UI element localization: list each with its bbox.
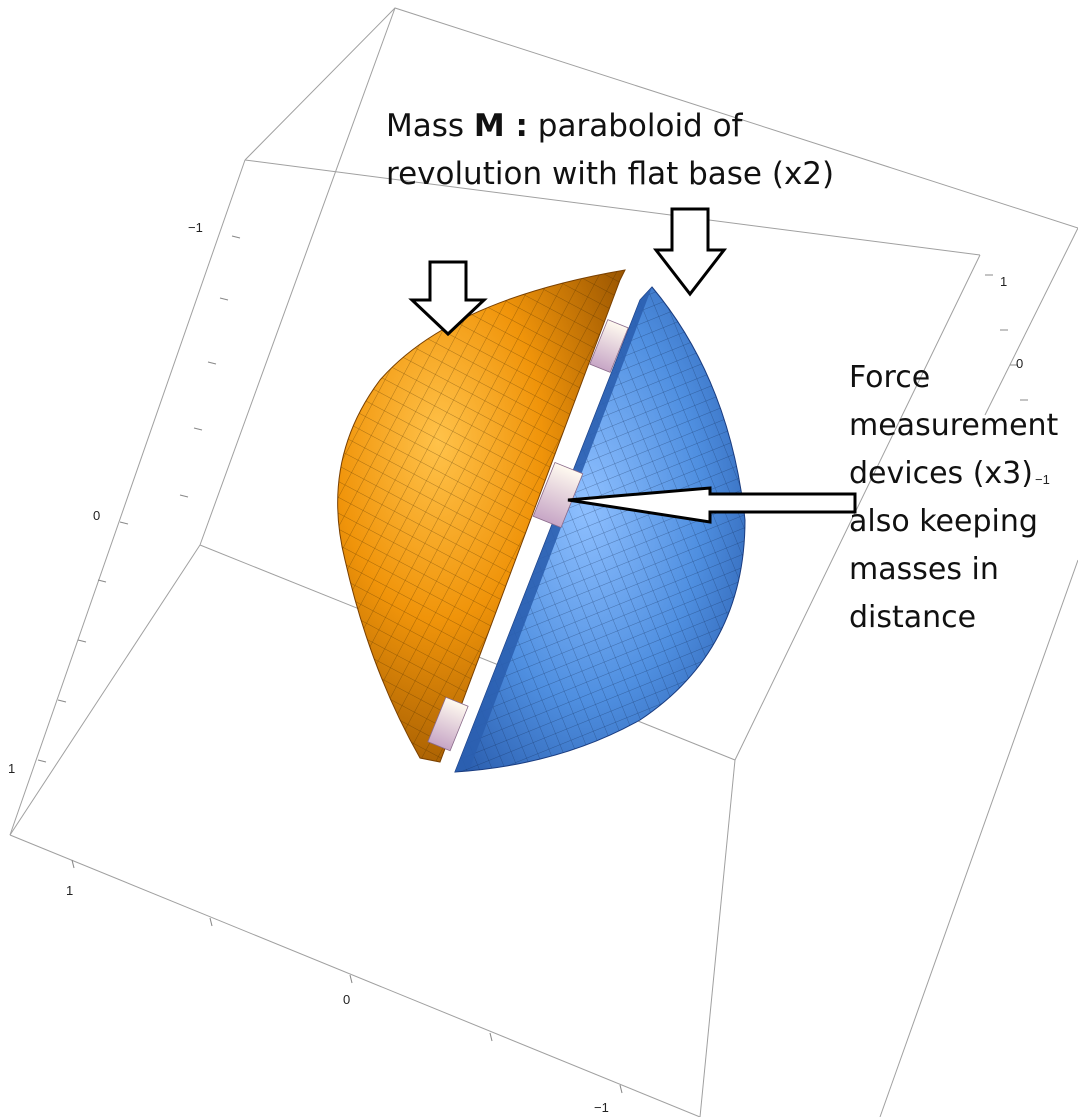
tick-label: 0 <box>343 992 351 1007</box>
tick-marks <box>37 235 1028 1094</box>
arrow-down-right-icon <box>652 207 728 297</box>
force-line: Force <box>849 360 931 395</box>
force-device-top <box>589 319 629 373</box>
force-line: distance <box>849 600 977 635</box>
tick-label: 0 <box>93 508 101 523</box>
tick-label: 1 <box>1000 274 1008 289</box>
arrow-down-left-icon <box>408 260 488 337</box>
mass-annotation-line2: revolution with flat base (x2) <box>386 156 835 192</box>
force-annotation: Force measurement devices (x3) also keep… <box>849 354 1058 642</box>
mass-annotation: Mass M : paraboloid of revolution with f… <box>386 102 834 198</box>
tick-label: −1 <box>1035 472 1050 487</box>
tick-label: −1 <box>594 1100 609 1115</box>
tick-label: 0 <box>1016 356 1024 371</box>
tick-label: −1 <box>188 220 203 235</box>
tick-label: 1 <box>8 761 16 776</box>
tick-label: 1 <box>66 883 74 898</box>
arrow-left-icon <box>567 486 857 524</box>
force-line: measurement <box>849 408 1059 443</box>
force-line: devices (x3) <box>849 456 1033 491</box>
bounding-box-frame <box>9 7 1078 1117</box>
mass-annotation-line1: Mass M : paraboloid of <box>386 108 743 144</box>
force-line: also keeping <box>849 504 1038 539</box>
force-line: masses in <box>849 552 999 587</box>
force-device-bottom <box>427 696 469 752</box>
